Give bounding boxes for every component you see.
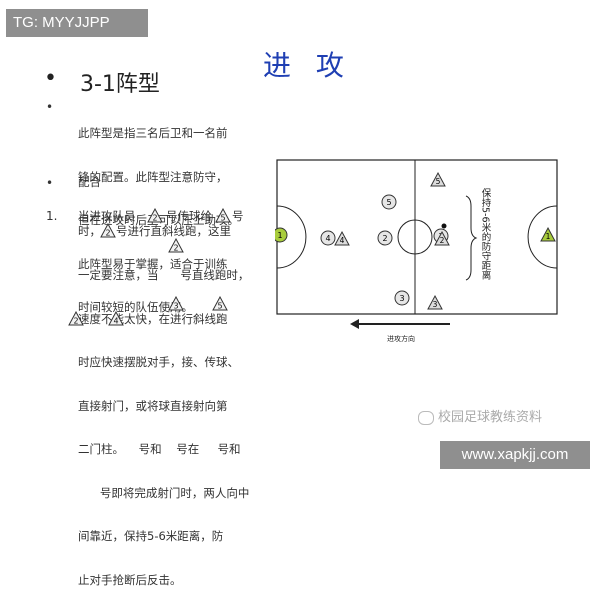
distance-bracket (465, 195, 478, 281)
ball-icon (441, 223, 447, 229)
item-body: 一定要注意，当 号直线跑时， 速度不能太快，在进行斜线跑 时应快速摆脱对手，接、… (78, 239, 249, 602)
player-number: 4 (340, 236, 345, 245)
player-triangle: 5 (430, 171, 446, 187)
bullet-icon: • (46, 176, 54, 190)
item-line: 时应快速摆脱对手，接、传球、 (78, 355, 239, 369)
item-number: 1. (46, 209, 58, 223)
triangle-label: 3 (173, 302, 178, 311)
slide-title: 进 攻 (263, 49, 352, 82)
player-circle: 4 (320, 230, 336, 246)
item-line: 一定要注意，当 号直线跑时， (78, 268, 250, 282)
arrow-head-icon (350, 319, 359, 329)
item-line: 止对手抢断后反击。 (78, 572, 182, 587)
player-circle: 1 (275, 227, 288, 243)
player-number: 5 (386, 198, 391, 207)
wechat-account-label: 校园足球教练资料 (438, 410, 543, 425)
triangle-label: 2 (152, 214, 157, 223)
player-number: 3 (399, 294, 404, 303)
item-line-1c: 号 (232, 209, 244, 223)
player-number: 1 (546, 232, 551, 241)
paragraph-line: 此阵型易于掌握，适合于训练 (78, 256, 228, 271)
triangle-player-icon: 4 (108, 311, 124, 326)
triangle-player-icon: 3 (168, 296, 184, 311)
player-triangle: 1 (540, 226, 556, 242)
triangle-label: 5 (220, 214, 225, 223)
paragraph-line: 锋的配置。此阵型注意防守， (78, 169, 228, 184)
player-number: 4 (325, 234, 330, 243)
item-line: 直接射门，或将球直接射向第 (78, 398, 228, 413)
item-line-1a: 当进攻队员 (78, 209, 136, 223)
arrow-label: 进攻方向 (387, 334, 415, 343)
triangle-player-icon: 2 (100, 223, 116, 238)
left-penalty-arc (276, 205, 307, 269)
watermark-url: www.xapkjj.com (440, 441, 590, 469)
watermark-tag: TG: MYYJJPP (6, 9, 148, 37)
bullet-icon: • (44, 66, 57, 91)
item-line-1b: 号传球给 (166, 209, 212, 223)
triangle-label: 2 (173, 244, 178, 253)
item-line: 号即将完成射门时，两人向中 (78, 485, 250, 500)
triangle-player-icon: 5 (212, 296, 228, 311)
bullet-icon: • (46, 100, 54, 114)
triangle-player-icon: 2 (168, 238, 184, 253)
player-number: 5 (436, 177, 441, 186)
formation-heading: 3-1阵型 (80, 72, 160, 97)
item-line: 间靠近，保持5-6米距离，防 (78, 529, 224, 543)
item-line: 二门柱。 号和 号在 号和 (78, 442, 241, 456)
item-line-2b: 号进行直斜线跑，这里 (116, 224, 231, 238)
pitch-boundary (276, 159, 558, 315)
triangle-label: 5 (217, 302, 222, 311)
player-number: 2 (440, 236, 445, 245)
item-line: 速度不能太快，在进行斜线跑 (78, 311, 228, 326)
triangle-label: 2 (105, 229, 110, 238)
center-circle (397, 219, 433, 255)
triangle-label: 2 (73, 317, 78, 326)
side-label: 保持5-6米的防守距离 (480, 187, 492, 280)
player-number: 2 (382, 234, 387, 243)
player-triangle: 2 (434, 230, 450, 246)
player-circle: 2 (377, 230, 393, 246)
triangle-label: 4 (113, 317, 118, 326)
paragraph-description: 此阵型是指三名后卫和一名前 锋的配置。此阵型注意防守， 但在进攻时后卫可以压上助… (78, 97, 239, 329)
watermark-wechat: 校园足球教练资料 (418, 406, 542, 425)
paragraph-line: 此阵型是指三名后卫和一名前 (78, 126, 228, 140)
player-circle: 5 (381, 194, 397, 210)
right-penalty-arc (527, 205, 558, 269)
player-circle: 3 (394, 290, 410, 306)
triangle-player-icon: 2 (68, 311, 84, 326)
triangle-player-icon: 5 (215, 208, 231, 223)
player-triangle: 4 (334, 230, 350, 246)
item-line-2a: 时， (78, 224, 101, 238)
section-label-coordination: 配合 (78, 175, 101, 189)
player-triangle: 3 (427, 294, 443, 310)
wechat-icon (418, 410, 434, 425)
player-number: 1 (277, 231, 282, 240)
field-diagram: 1 4 5 2 2 3 4 5 2 3 1 保持5-6 (275, 159, 558, 343)
triangle-player-icon: 2 (147, 208, 163, 223)
paragraph-line: 时间较短的队伍使用。 (78, 300, 193, 314)
player-number: 3 (433, 300, 438, 309)
